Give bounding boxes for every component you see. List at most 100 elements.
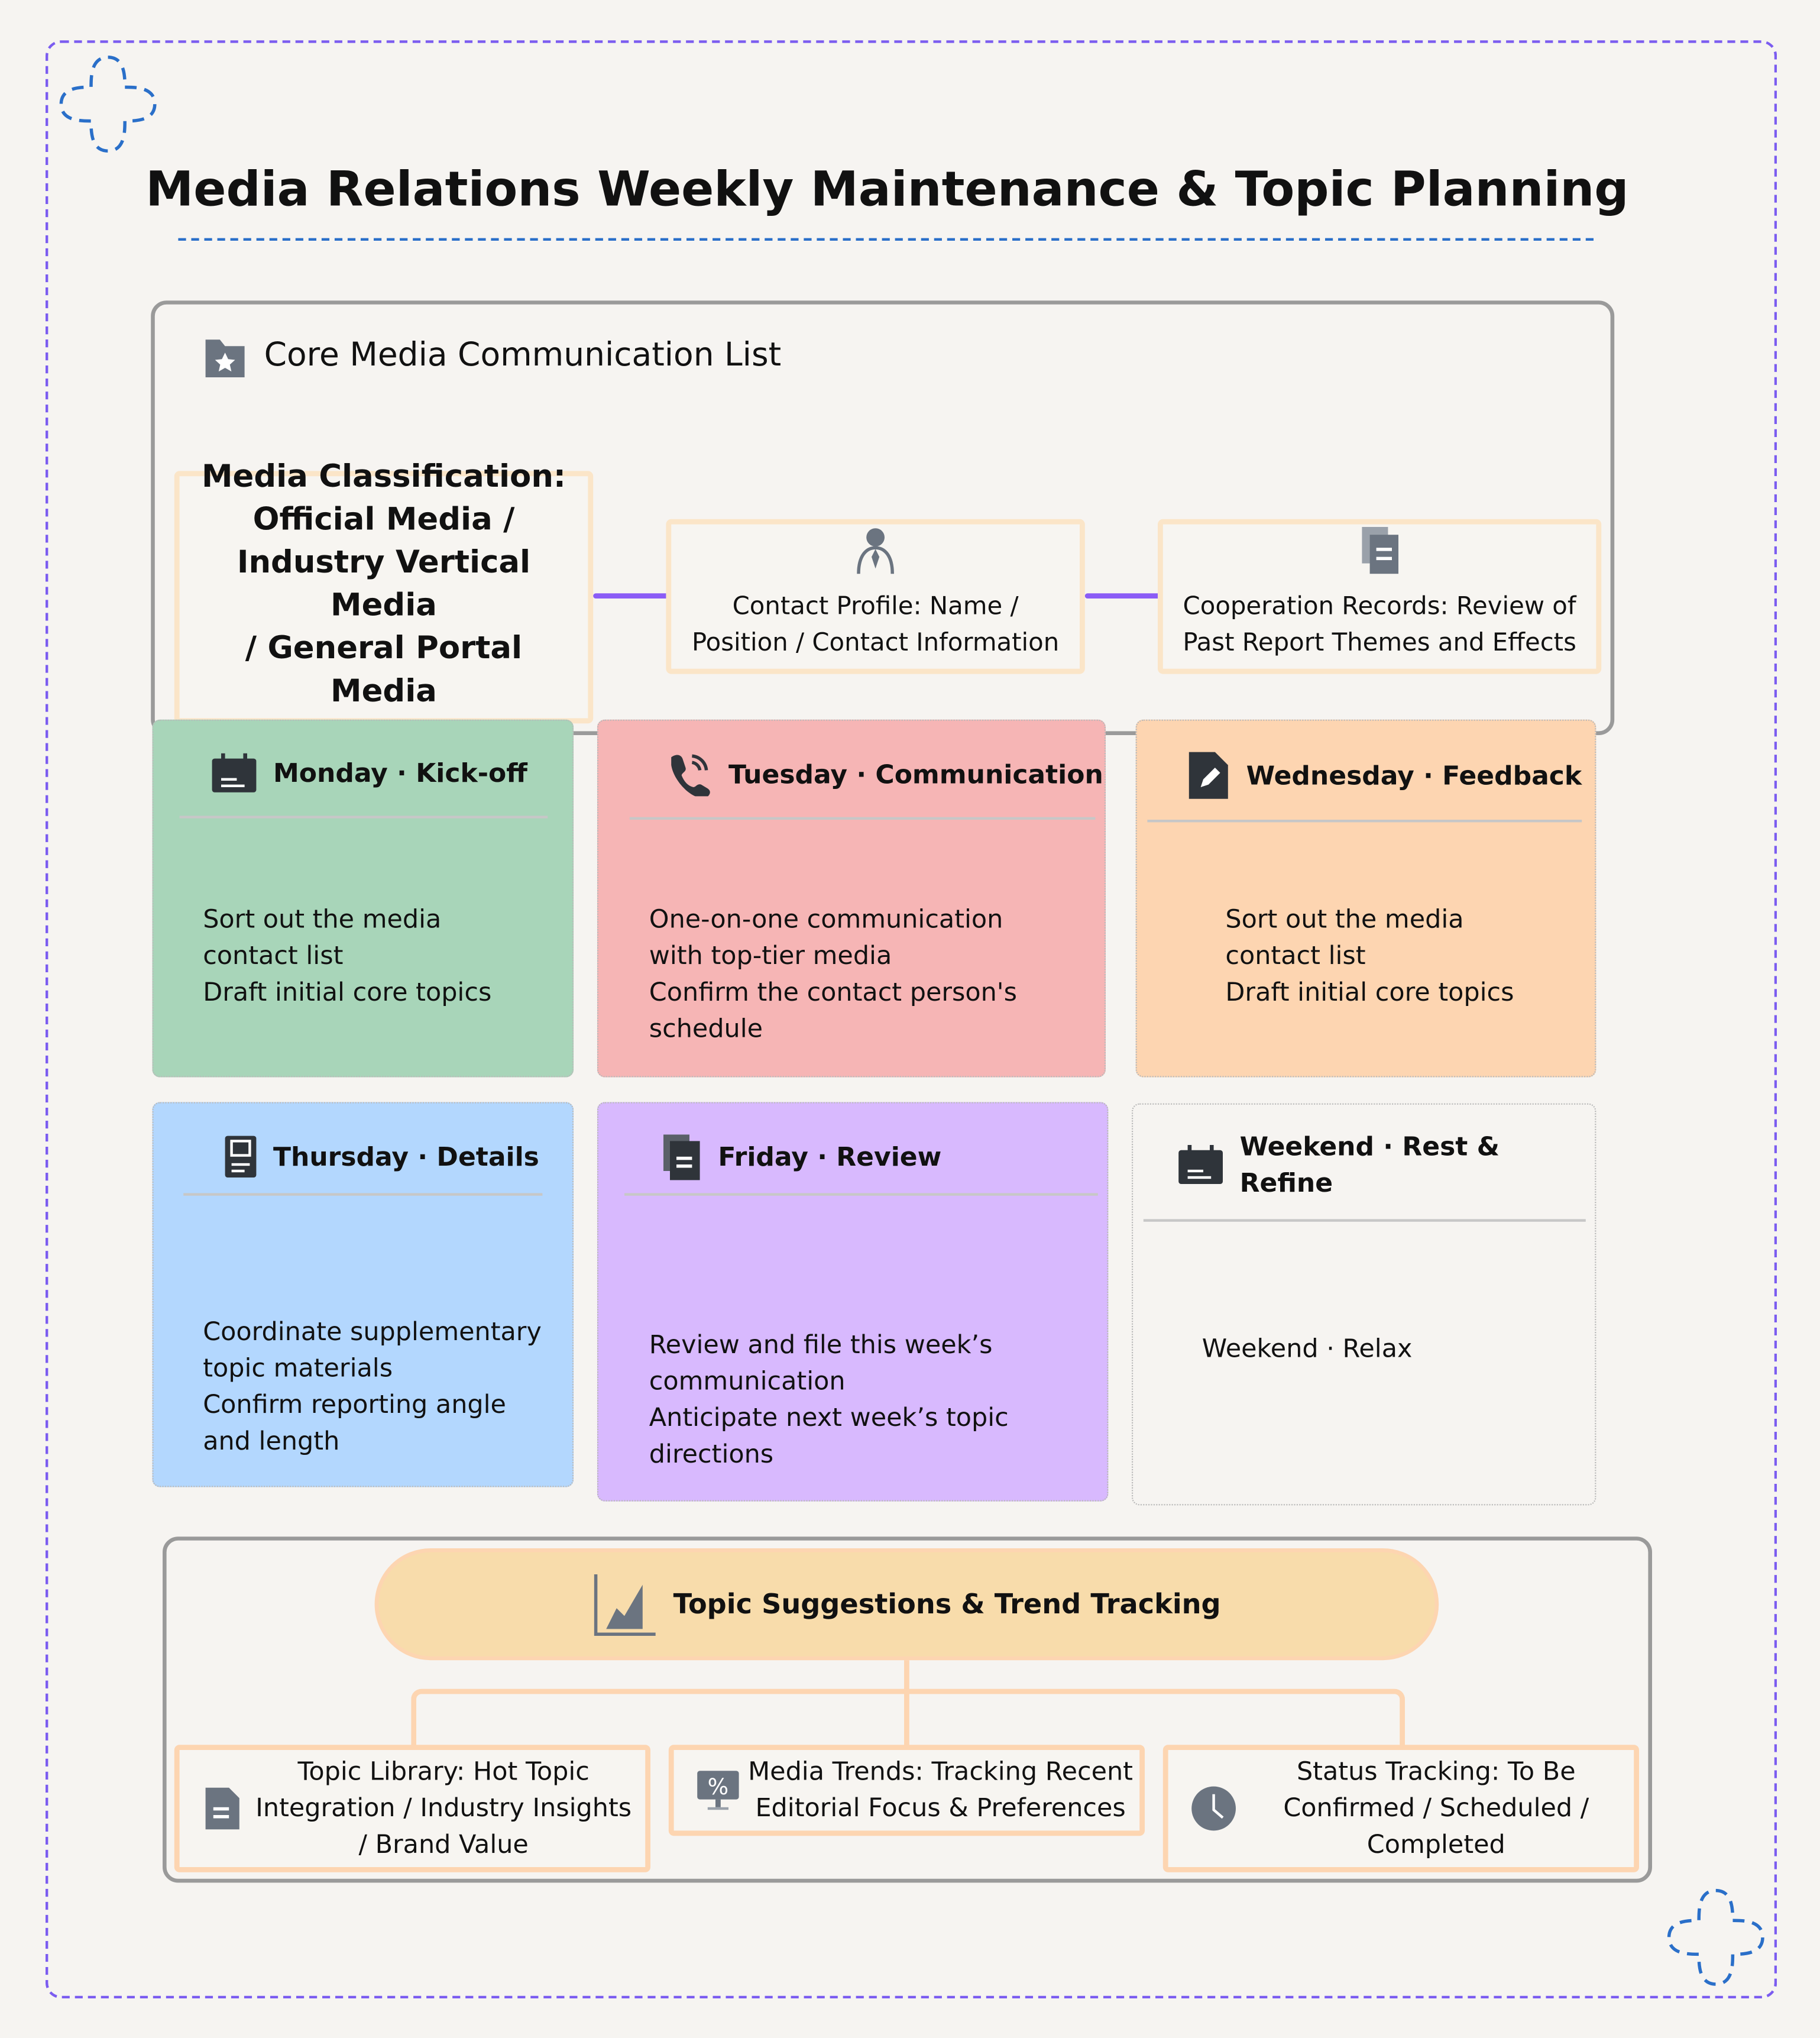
node-line: Industry Vertical Media xyxy=(237,544,531,623)
status-tracking-node[interactable]: Status Tracking: To Be Confirmed / Schedu… xyxy=(1162,1745,1639,1872)
card-header: Tuesday · Communication xyxy=(666,752,1103,797)
card-divider xyxy=(1147,820,1582,823)
node-line: Position / Contact Information xyxy=(691,628,1060,657)
core-media-title: Core Media Communication List xyxy=(264,335,782,374)
folder-star-icon xyxy=(205,339,245,377)
decorative-clover-icon xyxy=(59,56,157,153)
body-line: contact list xyxy=(203,940,344,971)
card-divider xyxy=(183,1193,543,1196)
card-header: Monday · Kick-off xyxy=(211,752,527,794)
card-header: Wednesday · Feedback xyxy=(1186,749,1582,801)
node-line: Cooperation Records: Review of xyxy=(1183,592,1576,621)
edit-document-icon xyxy=(1188,752,1228,799)
node-line: Past Report Themes and Effects xyxy=(1183,628,1576,657)
body-line: Anticipate next week’s topic xyxy=(649,1402,1009,1433)
area-chart-icon xyxy=(593,1574,655,1636)
body-line: communication xyxy=(649,1366,846,1396)
calendar-icon xyxy=(1178,1145,1223,1184)
card-body: One-on-one communication with top-tier me… xyxy=(649,902,1017,1047)
documents-icon xyxy=(1361,527,1398,574)
body-line: topic materials xyxy=(203,1353,393,1383)
phone-icon xyxy=(671,754,710,797)
person-icon xyxy=(857,528,894,574)
connector-line xyxy=(1084,593,1161,599)
node-line: Official Media / xyxy=(252,501,515,538)
tree-connector xyxy=(411,1688,1406,1746)
documents-icon xyxy=(663,1134,700,1180)
day-card-wednesday[interactable]: Wednesday · Feedback Sort out the media c… xyxy=(1135,719,1596,1078)
node-line: / General Portal Media xyxy=(245,629,523,709)
cooperation-records-node[interactable]: Cooperation Records: Review of Past Repor… xyxy=(1158,519,1602,674)
body-line: Sort out the media xyxy=(1225,904,1464,934)
body-line: schedule xyxy=(649,1013,763,1044)
card-title: Monday · Kick-off xyxy=(273,757,527,789)
body-line: Sort out the media xyxy=(203,904,442,934)
topics-group xyxy=(163,1536,1652,1883)
card-header: Weekend · Rest & Refine xyxy=(1177,1128,1500,1201)
day-card-friday[interactable]: Friday · Review Review and file this wee… xyxy=(597,1102,1109,1502)
body-line: with top-tier media xyxy=(649,940,892,971)
body-line: Confirm reporting angle xyxy=(203,1389,506,1420)
card-title: Thursday · Details xyxy=(273,1141,539,1173)
title-underline xyxy=(178,238,1594,241)
card-body: Review and file this week’s communication… xyxy=(649,1327,1009,1473)
card-title: Friday · Review xyxy=(718,1141,942,1173)
card-title: Wednesday · Feedback xyxy=(1246,759,1582,791)
body-line: directions xyxy=(649,1439,774,1469)
body-line: Review and file this week’s xyxy=(649,1329,993,1360)
svg-text:%: % xyxy=(708,1774,729,1800)
card-divider xyxy=(1143,1219,1586,1222)
node-line: / Brand Value xyxy=(358,1829,529,1859)
node-line: Confirmed / Scheduled / xyxy=(1283,1793,1589,1823)
node-line: Editorial Focus & Preferences xyxy=(755,1793,1126,1823)
tree-connector xyxy=(904,1660,909,1746)
body-line: Confirm the contact person's xyxy=(649,977,1017,1007)
body-line: Coordinate supplementary xyxy=(203,1316,542,1347)
body-line: contact list xyxy=(1225,940,1366,971)
day-card-monday[interactable]: Monday · Kick-off Sort out the media cont… xyxy=(152,719,574,1078)
card-title: Weekend · Rest & xyxy=(1239,1130,1500,1162)
calendar-icon xyxy=(212,753,257,792)
contact-profile-node[interactable]: Contact Profile: Name / Position / Contac… xyxy=(666,519,1085,674)
body-line: Weekend · Relax xyxy=(1202,1334,1413,1364)
node-line: Media Trends: Tracking Recent xyxy=(748,1756,1134,1787)
card-title: Refine xyxy=(1239,1167,1333,1199)
clipboard-icon xyxy=(225,1136,257,1177)
body-line: and length xyxy=(203,1426,340,1456)
card-body: Weekend · Relax xyxy=(1202,1331,1413,1368)
page-title: Media Relations Weekly Maintenance & Top… xyxy=(145,161,1629,218)
node-line: Topic Library: Hot Topic xyxy=(297,1756,590,1787)
body-line: Draft initial core topics xyxy=(203,977,492,1007)
node-line: Integration / Industry Insights xyxy=(255,1793,632,1823)
body-line: Draft initial core topics xyxy=(1225,977,1514,1007)
node-line: Contact Profile: Name / xyxy=(732,592,1019,621)
clock-icon xyxy=(1191,1786,1236,1831)
node-line: Completed xyxy=(1366,1829,1505,1859)
document-icon xyxy=(205,1787,239,1830)
media-classification-node[interactable]: Media Classification: Official Media / Ind… xyxy=(174,458,594,724)
day-card-tuesday[interactable]: Tuesday · Communication One-on-one commu… xyxy=(597,719,1106,1078)
card-divider xyxy=(629,817,1096,820)
card-header: Friday · Review xyxy=(661,1132,942,1182)
body-line: One-on-one communication xyxy=(649,904,1003,934)
node-line: Status Tracking: To Be xyxy=(1296,1756,1576,1787)
card-divider xyxy=(179,816,548,819)
percent-monitor-icon: % xyxy=(697,1771,739,1810)
card-title: Tuesday · Communication xyxy=(728,758,1103,790)
day-card-thursday[interactable]: Thursday · Details Coordinate supplement… xyxy=(152,1102,574,1487)
topics-title: Topic Suggestions & Trend Tracking xyxy=(673,1589,1221,1620)
node-line: Media Classification: xyxy=(201,458,566,494)
day-card-weekend[interactable]: Weekend · Rest & Refine Weekend · Relax xyxy=(1132,1103,1596,1506)
decorative-clover-icon xyxy=(1667,1888,1764,1986)
connector-line xyxy=(593,593,669,599)
topics-hub[interactable]: Topic Suggestions & Trend Tracking xyxy=(374,1548,1439,1661)
card-divider xyxy=(624,1193,1098,1196)
card-header: Thursday · Details xyxy=(224,1134,539,1179)
outer-frame xyxy=(46,40,1777,1999)
